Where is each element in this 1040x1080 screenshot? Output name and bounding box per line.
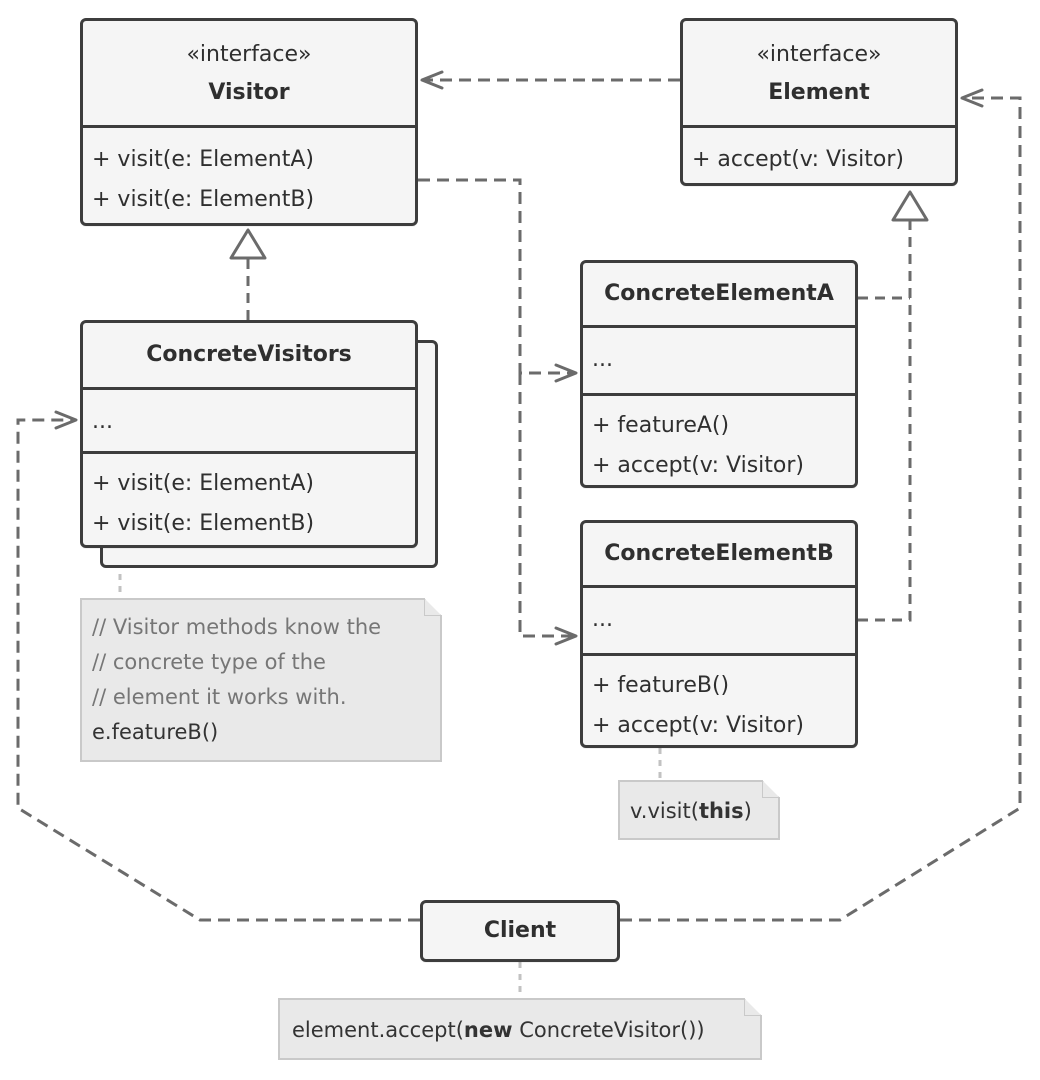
note-fold-icon <box>762 780 780 798</box>
concrete-visitors-method: + visit(e: ElementA) <box>92 471 314 496</box>
element-interface: «interface» Element + accept(v: Visitor) <box>680 18 958 186</box>
concrete-element-b-field: ... <box>592 607 613 632</box>
client-to-concrete-visitors-dependency <box>16 410 420 922</box>
visitor-stereotype: «interface» <box>186 42 312 67</box>
client-note-suffix: ConcreteVisitor()) <box>512 1018 705 1042</box>
visitor-name: Visitor <box>208 80 290 105</box>
concrete-element-a-fields: ... <box>583 325 855 393</box>
visitor-realization-triangle <box>229 228 267 260</box>
concrete-visitors-header: ConcreteVisitors <box>83 323 415 387</box>
accept-note-prefix: v.visit( <box>630 799 699 823</box>
concrete-visitors-name: ConcreteVisitors <box>146 342 352 367</box>
visitor-method: + visit(e: ElementB) <box>92 187 315 212</box>
concrete-element-b-method: + accept(v: Visitor) <box>592 713 804 738</box>
element-header: «interface» Element <box>683 21 955 125</box>
note-fold-icon <box>744 998 762 1016</box>
visitor-methods-note: // Visitor methods know the // concrete … <box>80 598 442 762</box>
client-to-element-dependency <box>620 88 1022 922</box>
client-class: Client <box>420 900 620 962</box>
visitor-method: + visit(e: ElementA) <box>92 147 314 172</box>
accept-note: v.visit(this) <box>618 780 780 840</box>
concrete-element-b-realization-line <box>858 220 912 622</box>
client-note-keyword: new <box>463 1018 513 1042</box>
element-method: + accept(v: Visitor) <box>692 147 904 172</box>
concrete-visitors-fields: ... <box>83 387 415 451</box>
note-code-line: e.featureB() <box>92 720 219 744</box>
note-comment-line: // element it works with. <box>92 685 347 709</box>
client-note-prefix: element.accept( <box>292 1018 464 1042</box>
concrete-element-a-method: + featureA() <box>592 413 730 438</box>
concrete-element-b-method: + featureB() <box>592 673 730 698</box>
concrete-element-a-methods: + featureA() + accept(v: Visitor) <box>583 393 855 485</box>
concrete-element-b-name: ConcreteElementB <box>604 541 834 566</box>
client-name: Client <box>483 918 557 943</box>
concrete-visitors-class: ConcreteVisitors ... + visit(e: ElementA… <box>80 320 418 548</box>
note-fold-icon <box>424 598 442 616</box>
concrete-visitors-methods: + visit(e: ElementA) + visit(e: ElementB… <box>83 451 415 544</box>
client-header: Client <box>423 903 617 959</box>
concrete-element-b-fields: ... <box>583 585 855 653</box>
concrete-element-b-header: ConcreteElementB <box>583 523 855 585</box>
note-comment-line: // concrete type of the <box>92 650 326 674</box>
concrete-element-a-name: ConcreteElementA <box>604 281 834 306</box>
visitor-methods: + visit(e: ElementA) + visit(e: ElementB… <box>83 125 415 220</box>
visitor-to-concrete-element-b-dependency <box>518 373 578 646</box>
note-comment-line: // Visitor methods know the <box>92 615 382 639</box>
concrete-element-a-class: ConcreteElementA ... + featureA() + acce… <box>580 260 858 488</box>
visitor-interface: «interface» Visitor + visit(e: ElementA)… <box>80 18 418 226</box>
visitor-to-concrete-element-a-dependency <box>418 178 578 383</box>
concrete-element-a-field: ... <box>592 347 613 372</box>
concrete-visitors-field: ... <box>92 409 113 434</box>
client-note-code: element.accept(new ConcreteVisitor()) <box>292 1000 760 1060</box>
visitor-header: «interface» Visitor <box>83 21 415 125</box>
concrete-element-a-method: + accept(v: Visitor) <box>592 453 804 478</box>
concrete-element-b-class: ConcreteElementB ... + featureB() + acce… <box>580 520 858 748</box>
element-methods: + accept(v: Visitor) <box>683 125 955 180</box>
element-name: Element <box>768 80 870 105</box>
client-note: element.accept(new ConcreteVisitor()) <box>278 998 762 1060</box>
concrete-visitors-method: + visit(e: ElementB) <box>92 511 315 536</box>
element-stereotype: «interface» <box>756 42 882 67</box>
element-realization-triangle <box>891 190 929 222</box>
accept-note-keyword: this <box>698 799 744 823</box>
concrete-element-b-methods: + featureB() + accept(v: Visitor) <box>583 653 855 745</box>
accept-note-suffix: ) <box>743 799 752 823</box>
concrete-element-a-header: ConcreteElementA <box>583 263 855 325</box>
accept-note-code: v.visit(this) <box>630 782 778 840</box>
